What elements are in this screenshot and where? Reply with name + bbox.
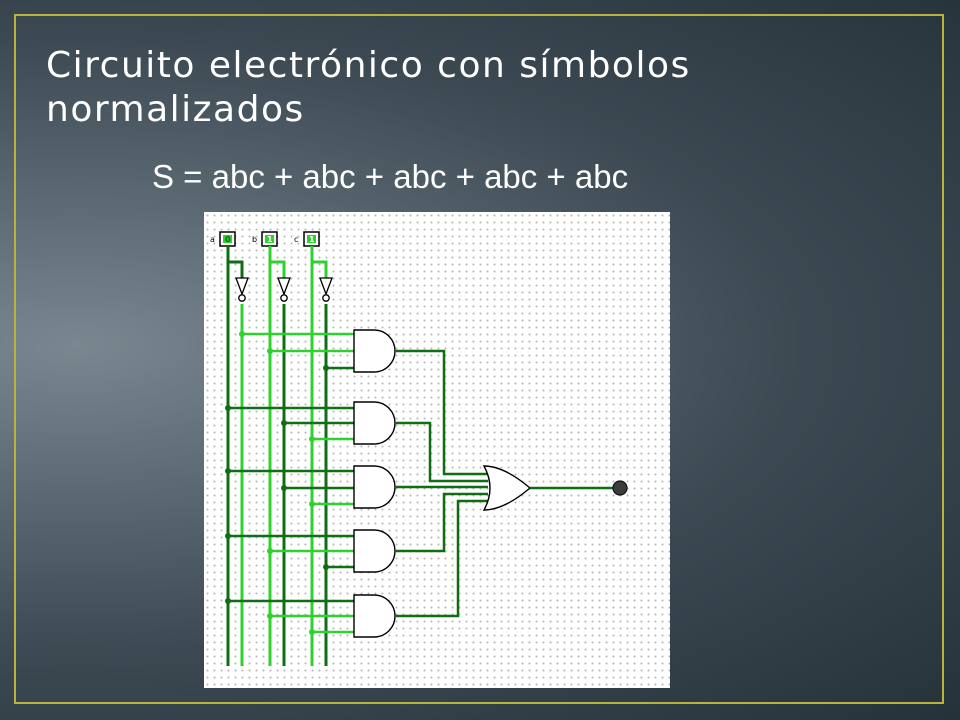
input-a-label: a — [210, 235, 215, 244]
or-gate — [482, 465, 532, 511]
wire-c-to-not — [312, 260, 328, 278]
and-gate-3-inputs — [225, 468, 354, 507]
and-gate-4-inputs — [225, 533, 354, 570]
input-c-value: 1 — [309, 235, 315, 244]
and-gate-1 — [353, 329, 396, 373]
and-gate-3 — [353, 465, 396, 509]
input-b-indicator — [265, 235, 274, 243]
not-gate-b — [277, 277, 291, 302]
and-gate-5 — [353, 594, 396, 638]
and-gate-1-inputs — [239, 331, 354, 371]
circuit-schematic: a 0 b 1 c 1 — [210, 231, 628, 666]
input-a-value: 0 — [225, 235, 231, 244]
boolean-formula: S = abc + abc + abc + abc + abc — [152, 158, 629, 195]
input-b-value: 1 — [267, 235, 273, 244]
input-c-indicator — [307, 235, 316, 243]
and-gate-5-inputs — [225, 598, 354, 635]
wire-b-to-not — [270, 260, 286, 278]
not-gate-c — [319, 277, 333, 302]
input-a[interactable]: a 0 — [210, 231, 236, 247]
and-to-or-wires — [395, 349, 488, 618]
not-gate-a — [235, 277, 249, 302]
slide-frame — [14, 14, 944, 704]
and-gate-2-inputs — [225, 405, 354, 442]
input-b-label: b — [252, 235, 257, 244]
and-gate-2 — [353, 401, 396, 445]
output-led — [612, 480, 628, 496]
wire-a-to-not — [228, 260, 244, 278]
slide-title: Circuito electrónico con símbolos normal… — [46, 45, 691, 130]
input-b[interactable]: b 1 — [252, 231, 278, 247]
input-a-indicator — [223, 235, 232, 243]
circuit-diagram: a 0 b 1 c 1 — [204, 212, 670, 688]
input-c-label: c — [294, 235, 298, 244]
and-gate-4 — [353, 529, 396, 573]
input-c[interactable]: c 1 — [294, 231, 320, 247]
